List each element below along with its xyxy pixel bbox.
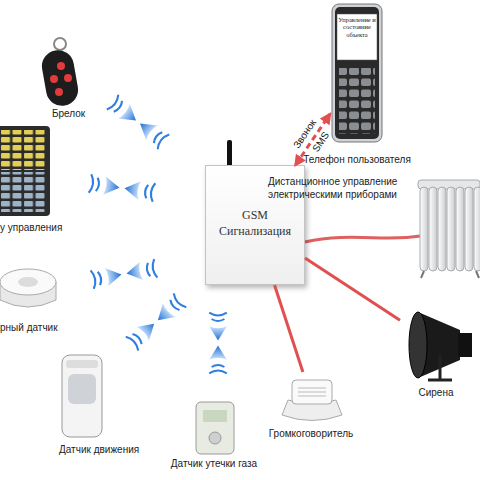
keyfob-illustration bbox=[39, 38, 80, 108]
phone-node: Управление и состояние объектаТелефон по… bbox=[330, 4, 384, 144]
detector-top bbox=[0, 269, 56, 295]
remote-keys bbox=[0, 172, 46, 212]
speaker-illustration bbox=[282, 380, 342, 421]
heater-fin bbox=[438, 187, 446, 271]
phone-illustration bbox=[332, 4, 382, 142]
heater-illustration bbox=[418, 180, 480, 278]
smoke-detector-illustration bbox=[0, 269, 56, 307]
wireless-symbol bbox=[126, 293, 187, 350]
phone-keypad bbox=[339, 68, 375, 134]
device-caption: Датчик утечки газа bbox=[171, 458, 257, 470]
sensor-body bbox=[196, 402, 234, 454]
keyfob-button bbox=[57, 62, 65, 70]
sensor-top bbox=[66, 360, 98, 368]
connector bbox=[305, 258, 400, 320]
device-caption: рный датчик bbox=[0, 322, 58, 334]
device-caption: Сирена bbox=[418, 387, 453, 399]
speaker-node: Громкоговоритель bbox=[275, 372, 347, 422]
heater-feet bbox=[421, 271, 479, 278]
motion-sensor-illustration bbox=[62, 355, 102, 437]
speaker-grille bbox=[298, 388, 326, 396]
keyfob-body bbox=[39, 48, 80, 109]
heater-fin bbox=[447, 187, 455, 271]
speaker-body bbox=[292, 380, 332, 404]
motion-sensor-node: Датчик движения bbox=[55, 350, 110, 440]
wire bbox=[305, 236, 420, 242]
remote-node: у управления bbox=[0, 124, 52, 218]
heater-fin bbox=[429, 187, 437, 271]
sensor-grille bbox=[209, 432, 221, 444]
keyfob-ring bbox=[54, 38, 66, 50]
wireless-symbol bbox=[91, 259, 158, 289]
sensor-body bbox=[62, 355, 102, 437]
keyfob-button bbox=[55, 88, 63, 96]
unit-label: GSM Сигнализация bbox=[219, 208, 291, 239]
detector-center bbox=[18, 277, 38, 287]
wire-label: Дистанционное управление электрическими … bbox=[268, 176, 413, 201]
wireless-symbol bbox=[107, 95, 169, 150]
device-caption: Датчик движения bbox=[59, 444, 139, 456]
siren-bracket bbox=[428, 356, 452, 380]
connector-label: SMS bbox=[310, 130, 332, 155]
smoke-detector-node: рный датчик bbox=[0, 262, 56, 318]
phone-body bbox=[332, 4, 382, 142]
device-caption: Громкоговоритель bbox=[269, 428, 354, 440]
siren-illustration bbox=[409, 312, 472, 380]
device-caption: у управления bbox=[0, 222, 62, 234]
heater-fin bbox=[456, 187, 464, 271]
sensor-display bbox=[203, 410, 227, 422]
wireless-symbol bbox=[209, 313, 227, 374]
device-caption: Телефон пользователя bbox=[303, 154, 411, 166]
keyfob-node: Брелок bbox=[38, 40, 80, 108]
remote-illustration bbox=[0, 126, 50, 216]
screen-text: Управление и состояние объекта bbox=[338, 16, 376, 38]
gas-sensor-illustration bbox=[196, 402, 234, 454]
siren-back bbox=[458, 333, 472, 357]
heater-fin bbox=[474, 187, 480, 271]
connector bbox=[275, 285, 303, 372]
wireless-symbol bbox=[89, 174, 156, 202]
phone-front bbox=[335, 7, 379, 139]
sensor-lens bbox=[68, 374, 96, 404]
keyfob-button bbox=[64, 74, 72, 82]
siren-mouth bbox=[409, 312, 427, 378]
siren-node: Сирена bbox=[400, 305, 472, 383]
gas-sensor-node: Датчик утечки газа bbox=[190, 398, 238, 454]
heater-fin bbox=[420, 187, 428, 271]
keyfob-button bbox=[50, 75, 58, 83]
remote-keys bbox=[0, 130, 46, 170]
remote-body bbox=[0, 126, 50, 216]
heater-fin bbox=[465, 187, 473, 271]
phone-screen bbox=[337, 14, 377, 60]
device-caption: Брелок bbox=[52, 108, 85, 120]
